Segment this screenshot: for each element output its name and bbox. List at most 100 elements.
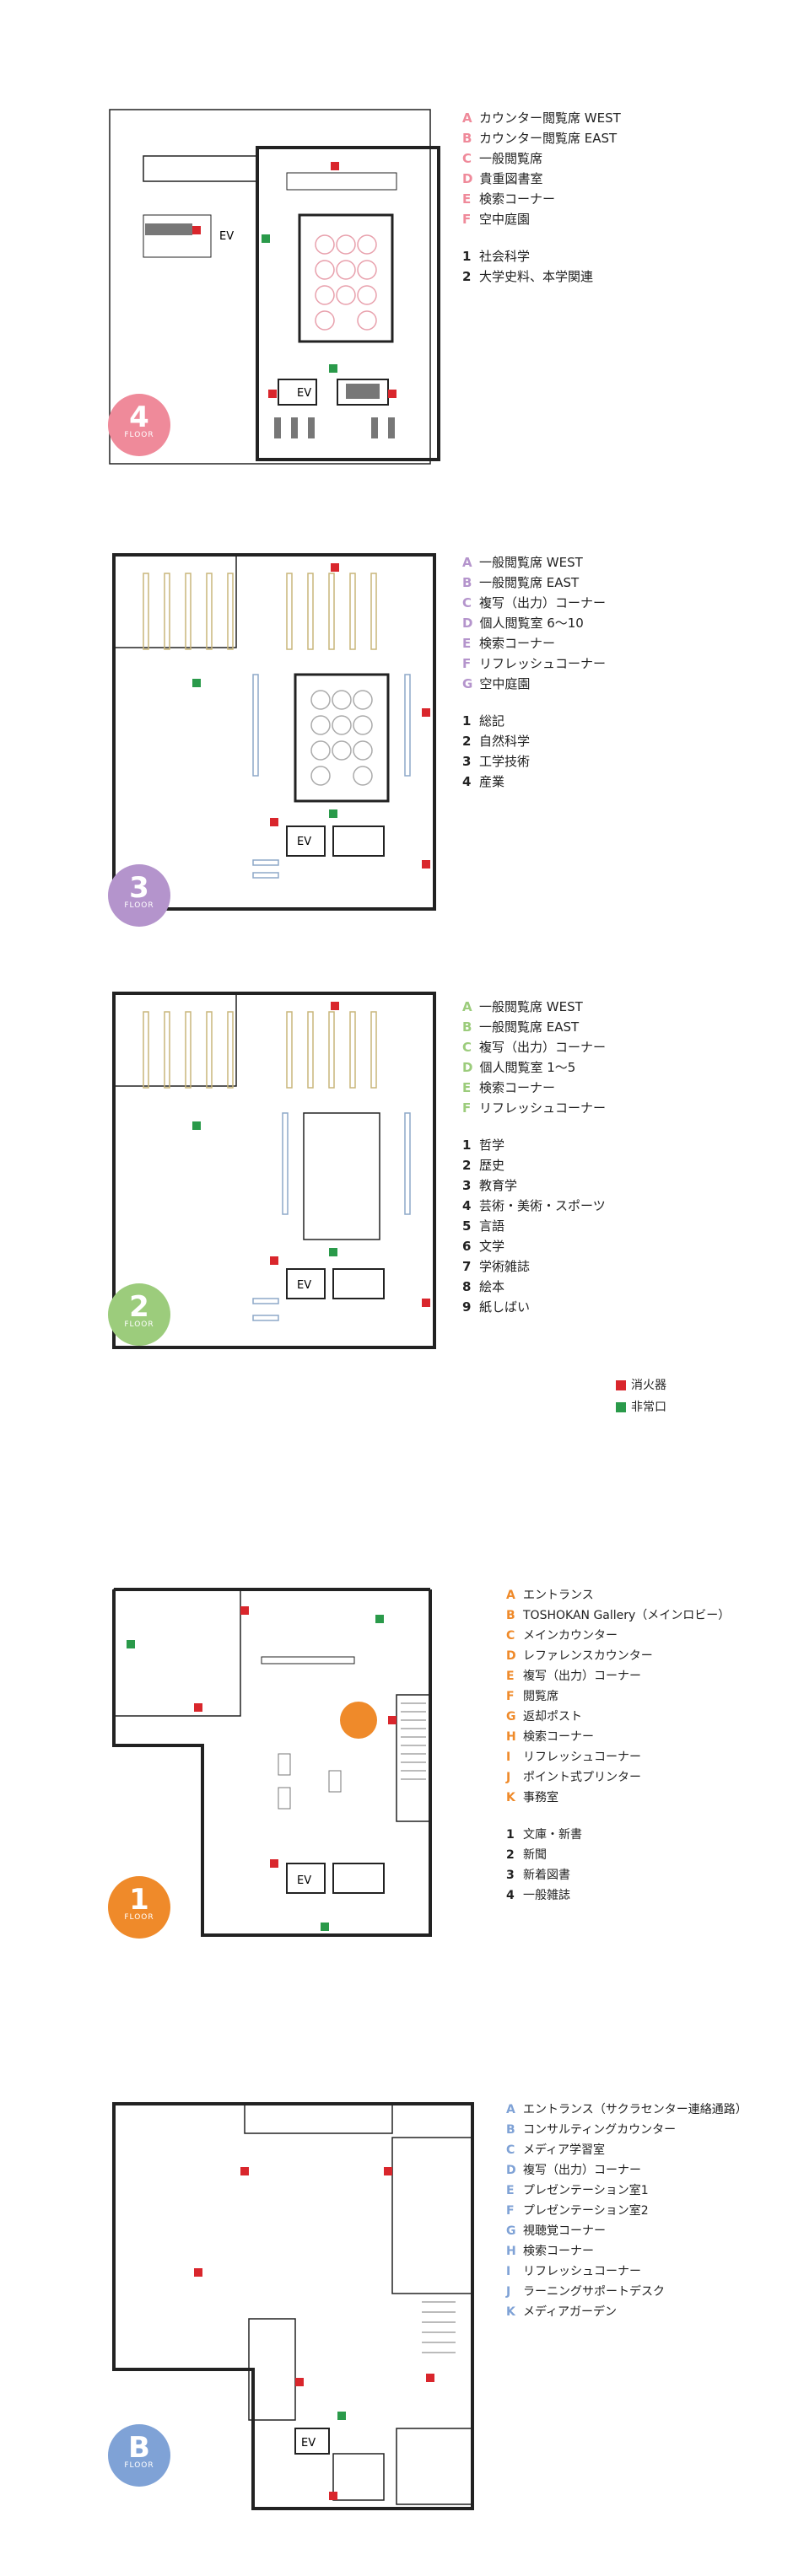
legend-key: D [506,1649,516,1663]
legend-label: メインカウンター [523,1629,618,1643]
legend-label: 新聞 [523,1848,547,1862]
legend-key: I [506,2265,511,2278]
legend-key: 4 [462,1198,472,1213]
legend-label: エントランス（サクラセンター連絡通路） [523,2103,747,2116]
legend-label: 大学史料、本学関連 [479,269,594,284]
legend-key: H [506,1730,516,1744]
legend-row: 1 文庫・新書 [506,1825,730,1845]
floor-1-gallery-marker [340,1702,377,1739]
key-exit: 非常口 [616,1396,666,1418]
legend-label: 個人閲覧室 1～5 [479,1060,576,1075]
legend-label: カウンター閲覧席 WEST [479,110,621,126]
floor-4-ev-label-2: EV [219,230,234,243]
legend-key: F [462,1100,472,1116]
legend-key: C [506,1629,515,1643]
legend-key: 1 [506,1828,515,1842]
symbol-key: 消火器 非常口 [616,1374,666,1418]
legend-label: 一般閲覧席 WEST [479,999,583,1014]
floor-b-badge-number: B [128,2431,150,2465]
key-extinguisher: 消火器 [616,1374,666,1396]
legend-key: B [462,575,472,590]
floor-2-badge-label: FLOOR [124,1320,154,1329]
legend-key: D [462,1060,473,1075]
floor-2-ev-label: EV [297,1279,311,1292]
floor-1-badge-label: FLOOR [124,1913,154,1922]
legend-label: 検索コーナー [479,636,556,651]
legend-key: A [506,2103,515,2116]
legend-key: E [462,1080,472,1095]
legend-label: 文学 [479,1239,505,1254]
legend-key: C [462,1040,472,1055]
legend-label: 一般閲覧席 [479,151,543,166]
legend-label: エントランス [523,1589,594,1602]
legend-label: 検索コーナー [523,2245,594,2258]
legend-key: A [462,110,472,126]
legend-key: K [506,1791,515,1804]
legend-key: 6 [462,1239,472,1254]
key-extinguisher-label: 消火器 [631,1379,666,1392]
legend-label: 文庫・新書 [523,1828,582,1842]
legend-key: 1 [462,1137,472,1153]
legend-label: 自然科学 [479,734,531,749]
legend-key: G [462,676,473,691]
legend-label: 絵本 [479,1279,505,1294]
legend-label: カウンター閲覧席 EAST [479,131,618,146]
legend-row: 2 自然科学 [462,731,606,751]
floor-1-ev-label: EV [297,1874,311,1887]
legend-label: ラーニングサポートデスク [523,2285,665,2299]
floor-2-badge: 2 FLOOR [108,1283,170,1346]
exit-icon [616,1402,626,1412]
legend-label: 複写（出力）コーナー [479,1040,607,1055]
legend-label: 総記 [479,713,505,729]
legend-row: G 空中庭園 [462,674,606,694]
legend-label: 一般閲覧席 WEST [479,555,583,570]
legend-label: コンサルティングカウンター [523,2123,677,2137]
floor-4-badge-label: FLOOR [124,431,154,439]
legend-label: 空中庭園 [479,676,531,691]
floor-4-ev-label: EV [297,387,311,400]
legend-label: 返却ポスト [523,1710,582,1724]
legend-label: 貴重図書室 [479,171,543,186]
floor-1-badge: 1 FLOOR [108,1876,170,1939]
legend-key: 8 [462,1279,472,1294]
legend-key: H [506,2245,516,2258]
legend-label: 複写（出力）コーナー [523,2164,641,2177]
legend-key: 7 [462,1259,472,1274]
legend-label: 一般閲覧席 EAST [479,575,580,590]
legend-key: 3 [462,754,472,769]
key-exit-label: 非常口 [631,1401,666,1414]
legend-row: 8 絵本 [462,1277,606,1297]
legend-key: 2 [462,734,472,749]
legend-key: B [506,1609,515,1622]
legend-row: A 一般閲覧席 WEST [462,997,606,1017]
legend-key: K [506,2305,515,2319]
floor-4-plan: EV EV [109,109,440,465]
legend-key: A [462,999,472,1014]
legend-key: B [506,2123,515,2137]
legend-row: C 複写（出力）コーナー [462,1037,606,1057]
legend-key: F [462,212,472,227]
legend-key: F [506,2204,515,2218]
floor-3-badge-number: 3 [129,871,149,905]
legend-key: C [462,151,472,166]
floor-3-ev-label: EV [297,836,311,848]
